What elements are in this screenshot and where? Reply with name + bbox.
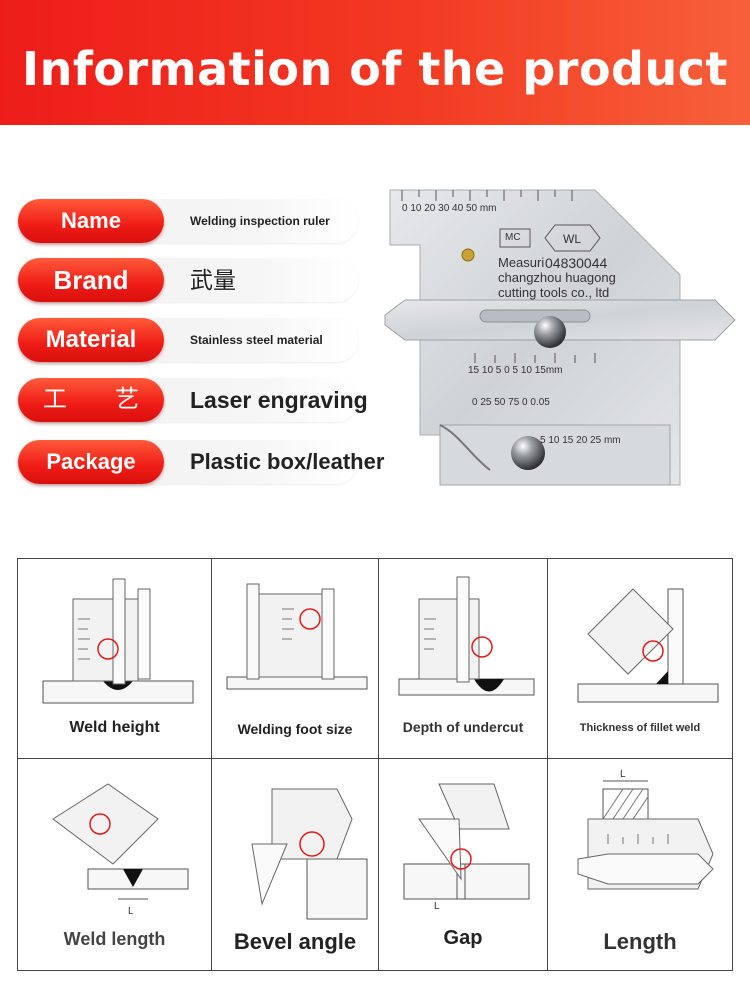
usage-grid: Weld height Welding foot size Depth of u… [17,558,733,971]
usage-caption: Weld length [63,929,166,949]
ruler-top-scale: 0 10 20 30 40 50 mm [402,203,497,214]
usage-caption: Welding foot size [237,721,353,737]
usage-caption: Thickness of fillet weld [579,722,701,734]
header-banner: Information of the product [0,0,750,125]
usage-cell-gap: L Gap [379,759,548,970]
spec-value: Welding inspection ruler [190,214,330,228]
ruler-engraving-line: Measuri [498,255,545,270]
usage-cell-undercut: Depth of undercut [379,559,548,759]
spec-row-craft: 工 艺 Laser engraving [18,378,368,422]
gap-l-label: L [434,901,440,912]
usage-cell-bevel-angle: Bevel angle [212,759,379,970]
ruler-fine-scale: 0 25 50 75 0 0.05 [472,397,550,408]
usage-cell-weld-height: Weld height [18,559,212,759]
spec-value: Stainless steel material [190,333,323,347]
usage-caption: Length [603,929,677,954]
usage-caption: Bevel angle [233,929,357,954]
spec-value: 武量 [190,267,236,293]
usage-cell-fillet-thickness: Thickness of fillet weld [548,559,732,759]
usage-cell-foot-size: Welding foot size [212,559,379,759]
foot-size-diagram [226,583,368,690]
length-diagram: L [577,769,714,890]
spec-value: Plastic box/leather [190,449,385,474]
usage-caption: Gap [443,927,483,949]
spec-row-material: Material Stainless steel material [18,318,360,362]
spec-value: Laser engraving [190,387,368,413]
fillet-thickness-diagram [577,588,719,703]
ruler-logo-wl: WL [563,232,581,246]
spec-label: Name [18,199,164,243]
ruler-drawing [384,189,736,486]
spec-label: Material [18,318,164,362]
spec-row-brand: Brand 武量 [18,258,360,302]
bevel-angle-diagram [251,788,368,920]
ruler-logo-mc: MC [505,232,521,243]
spec-label: Package [18,440,164,484]
page-title: Information of the product [22,42,728,96]
spec-row-name: Name Welding inspection ruler [18,199,360,243]
ruler-maker-line2: cutting tools co., ltd [498,285,610,300]
undercut-diagram [398,576,535,696]
weld-length-diagram: L [52,783,189,917]
usage-cell-length: L Length [548,759,732,970]
usage-cell-weld-length: L Weld length [18,759,212,970]
spec-row-package: Package Plastic box/leather [18,440,384,484]
ruler-low-scale: 5 10 15 20 25 mm [540,435,621,446]
length-l-label: L [620,769,626,780]
usage-caption: Weld height [69,719,160,736]
weld-height-diagram [42,578,194,704]
weld-length-l-label: L [128,906,134,917]
ruler-maker-line1: changzhou huagong [498,270,616,285]
ruler-mid-scale: 15 10 5 0 5 10 15mm [468,365,563,376]
spec-label: 工 艺 [18,378,164,422]
ruler-serial: 04830044 [545,255,608,271]
usage-caption: Depth of undercut [402,719,524,735]
product-ruler-image: 0 10 20 30 40 50 mm MC WL Measuri 048300… [380,185,740,495]
gap-diagram: L [403,783,530,912]
spec-label: Brand [18,258,164,302]
